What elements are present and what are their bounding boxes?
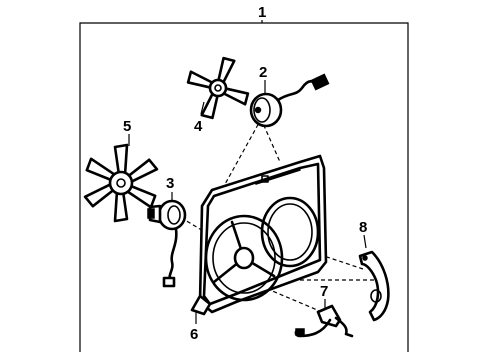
callout-2: 2: [259, 64, 267, 81]
shroud: [190, 154, 328, 316]
callout-1: 1: [258, 4, 266, 21]
fan-blade-large: [83, 143, 159, 223]
motor-a: [249, 73, 330, 128]
bracket-right: [358, 250, 390, 322]
callout-5: 5: [123, 118, 131, 135]
callout-7: 7: [320, 283, 328, 300]
callout-3: 3: [166, 175, 174, 192]
callout-4: 4: [194, 118, 203, 135]
callout-8: 8: [359, 219, 367, 236]
bracket-lower: [294, 304, 354, 338]
fan-blade-small: [186, 56, 250, 120]
callout-6: 6: [190, 326, 198, 343]
callout-labels: 1 2 3 4 5 6 7 8: [123, 4, 367, 343]
motor-b: [147, 199, 187, 288]
assembly-frame: [79, 20, 409, 352]
